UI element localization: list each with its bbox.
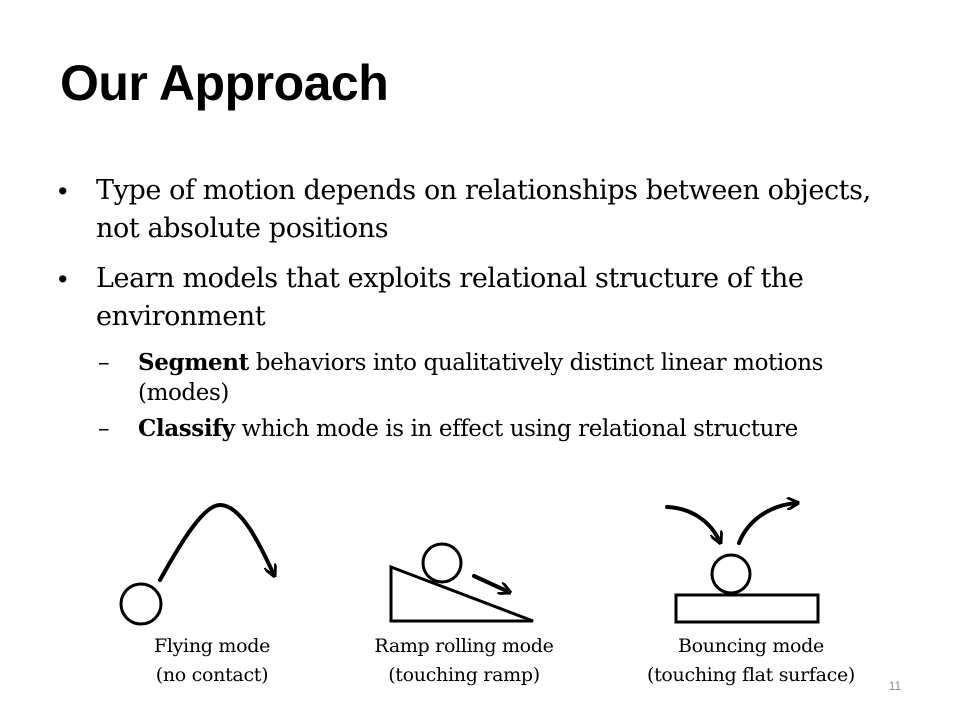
ramp-motion-arrow — [472, 574, 509, 592]
mode-name: Flying mode — [153, 635, 271, 657]
sub-bullet-text: behaviors into qualitatively distinct li… — [138, 350, 824, 406]
flying-ball — [119, 582, 163, 626]
bullet-item: • Learn models that exploits relational … — [58, 260, 918, 336]
bounce-outgoing-arrow — [737, 503, 797, 545]
mode-name: Bouncing mode — [678, 635, 824, 657]
bullet-text: Learn models that exploits relational st… — [96, 263, 804, 332]
bounce-incoming-arrow — [665, 505, 720, 542]
page-number: 11 — [888, 679, 902, 693]
flying-mode-illustration — [119, 502, 274, 626]
ramp-shape — [389, 564, 534, 623]
sub-bullet-dash: – — [98, 416, 110, 442]
sub-bullet-text: which mode is in effect using relational… — [234, 416, 799, 442]
sub-bullet-dash: – — [98, 350, 110, 376]
bounce-mode-illustration — [665, 503, 820, 624]
bullet-text: Type of motion depends on relationships … — [96, 175, 871, 244]
mode-name: Ramp rolling mode — [374, 635, 554, 657]
ramp-ball — [421, 542, 463, 584]
sub-bullet-bold: Segment — [138, 349, 249, 376]
mode-caption-bouncing: Bouncing mode (touching flat surface) — [628, 632, 874, 690]
bullet-list: • Type of motion depends on relationship… — [58, 172, 918, 450]
bullet-dot: • — [58, 176, 68, 206]
bounce-ball — [710, 553, 752, 595]
mode-caption-ramp: Ramp rolling mode (touching ramp) — [354, 632, 574, 690]
bullet-item: • Type of motion depends on relationship… — [58, 172, 918, 248]
mode-detail: (touching ramp) — [388, 664, 540, 686]
ramp-mode-illustration — [389, 542, 534, 623]
sub-bullet-item: – Classify which mode is in effect using… — [58, 414, 918, 444]
sub-bullet-bold: Classify — [138, 415, 235, 442]
mode-detail: (no contact) — [155, 664, 269, 686]
bullet-dot: • — [58, 264, 68, 294]
mode-caption-flying: Flying mode (no contact) — [112, 632, 312, 690]
flying-trajectory-arrow — [158, 502, 274, 582]
slide-title: Our Approach — [60, 55, 389, 111]
flat-surface — [674, 593, 820, 624]
sub-bullet-item: – Segment behaviors into qualitatively d… — [58, 348, 918, 408]
mode-detail: (touching flat surface) — [646, 664, 856, 686]
